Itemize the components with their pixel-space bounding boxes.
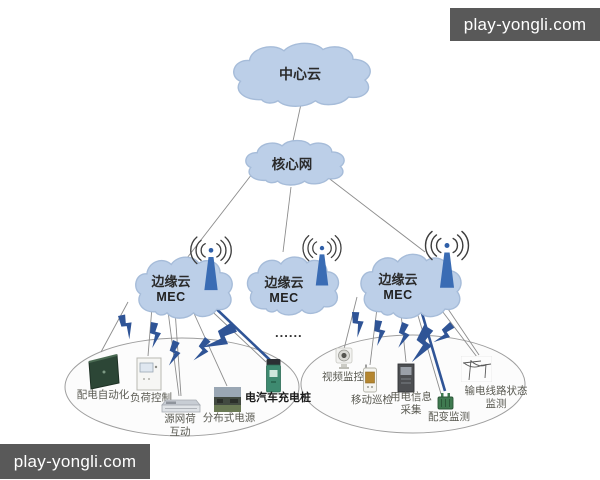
ellipsis-dots: ...... bbox=[275, 325, 303, 340]
device-electricity-info-collection-icon bbox=[397, 363, 415, 398]
edge-cloud-2-subtitle: MEC bbox=[269, 291, 299, 305]
edge-cloud-3-label: 边缘云 MEC bbox=[366, 269, 430, 302]
core-network-label: 核心网 bbox=[271, 157, 313, 172]
device-distributed-power-icon bbox=[214, 387, 241, 417]
edge-cloud-3-title: 边缘云 bbox=[378, 272, 418, 287]
watermark-bottom-left: play-yongli.com bbox=[0, 444, 150, 479]
watermark-top-right: play-yongli.com bbox=[450, 8, 600, 41]
device-transformer-monitoring-icon bbox=[436, 392, 455, 416]
device-distribution-automation-icon bbox=[86, 353, 122, 396]
central-cloud-label: 中心云 bbox=[279, 66, 321, 82]
edge-cloud-2-label: 边缘云 MEC bbox=[252, 272, 316, 305]
edge-cloud-1-title: 边缘云 bbox=[151, 274, 191, 289]
edge-cloud-3-subtitle: MEC bbox=[383, 288, 413, 302]
device-transmission-line-monitoring-icon bbox=[460, 355, 493, 387]
device-load-control-icon bbox=[136, 357, 162, 396]
device-source-grid-load-icon bbox=[161, 397, 201, 419]
device-video-surveillance-icon bbox=[335, 347, 353, 375]
device-mobile-inspection-icon bbox=[362, 364, 378, 398]
edge-cloud-2-title: 边缘云 bbox=[264, 275, 304, 290]
device-ev-charging-pile-icon bbox=[265, 357, 282, 398]
edge-cloud-1-label: 边缘云 MEC bbox=[138, 271, 204, 304]
edge-cloud-1-subtitle: MEC bbox=[156, 290, 186, 304]
